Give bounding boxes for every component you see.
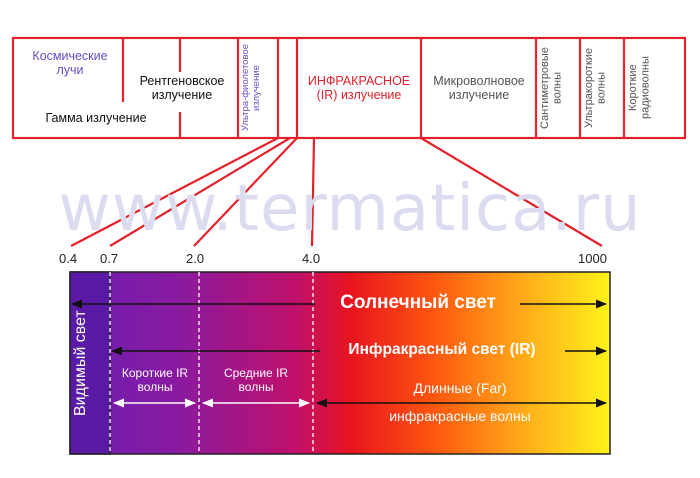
tick-0-7: 0.7: [100, 251, 119, 266]
tick-0-4: 0.4: [59, 251, 78, 266]
short-ir-label: Короткие IR волны: [121, 366, 189, 394]
scale-connectors: [70, 137, 603, 247]
tick-4-0: 4.0: [302, 251, 321, 266]
short-radio-label: Короткие радиоволны: [627, 56, 652, 120]
sunlight-label: Солнечный свет: [340, 292, 496, 313]
xray-label: Рентгеновское излучение: [139, 74, 225, 103]
watermark: www.termatica.ru: [58, 172, 642, 246]
visible-light-label: Видимый свет: [72, 310, 89, 416]
medium-ir-label: Средние IR волны: [223, 366, 289, 394]
ultrashort-label: Ультракороткие волны: [583, 48, 608, 128]
band-boundaries: [109, 272, 314, 454]
gamma-label: Гамма излучение: [45, 111, 147, 125]
spectrum-frame: [11, 36, 687, 140]
long-ir-label-line1: Длинные (Far): [413, 380, 507, 396]
cosmic-rays-label: Космические лучи: [32, 49, 108, 78]
microwave-label: Микроволновое излучение: [433, 74, 525, 103]
infrared-label: ИНФРАКРАСНОЕ (IR) излучение: [307, 74, 411, 103]
tick-2-0: 2.0: [186, 251, 205, 266]
long-ir-label-line2: инфракрасные волны: [389, 408, 531, 424]
tick-1000: 1000: [578, 251, 607, 266]
ir-light-label: Инфракрасный свет (IR): [348, 341, 536, 358]
centimeter-label: Сантиметровые волны: [539, 47, 564, 129]
ir-gradient-band: [69, 271, 611, 455]
uv-label: Ультра-фиолетовое излучение: [240, 44, 262, 132]
